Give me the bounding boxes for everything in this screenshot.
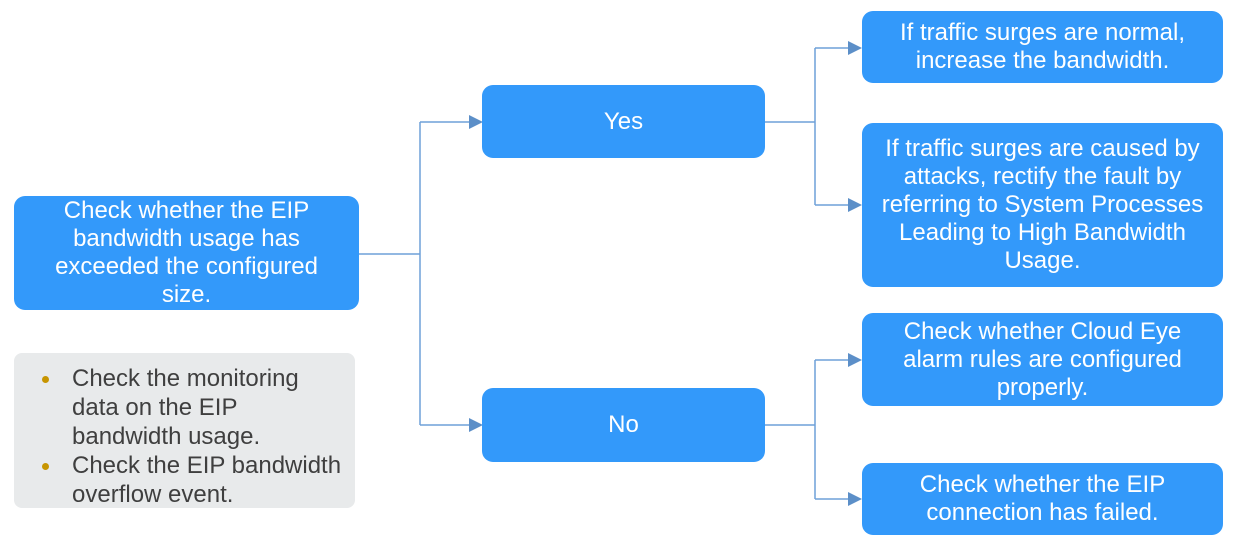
node-outcome-cloud-eye-rules: Check whether Cloud Eye alarm rules are …	[862, 313, 1223, 406]
node-text: No	[608, 411, 639, 438]
bullet-icon	[42, 463, 49, 470]
note-item: Check the EIP bandwidth overflow event.	[34, 451, 345, 509]
branch-no	[765, 359, 849, 500]
arrowhead-icon	[469, 418, 483, 432]
arrowhead-icon	[848, 353, 862, 367]
arrowhead-icon	[848, 41, 862, 55]
note-item-text: Check the EIP bandwidth overflow event.	[72, 452, 342, 508]
note-item-text: Check the monitoring data on the EIP ban…	[72, 365, 299, 450]
node-text: Check whether the EIP connection has fai…	[919, 471, 1166, 526]
arrowhead-icon	[848, 198, 862, 212]
node-text: If traffic surges are caused by attacks,…	[881, 135, 1204, 274]
note-box: Check the monitoring data on the EIP ban…	[14, 353, 355, 508]
node-check-bandwidth-usage: Check whether the EIP bandwidth usage ha…	[14, 196, 359, 310]
node-outcome-increase-bandwidth: If traffic surges are normal, increase t…	[862, 11, 1223, 83]
node-outcome-eip-connection: Check whether the EIP connection has fai…	[862, 463, 1223, 535]
arrowhead-icon	[848, 492, 862, 506]
node-yes: Yes	[482, 85, 765, 158]
bullet-icon	[42, 376, 49, 383]
node-text: If traffic surges are normal, increase t…	[900, 19, 1185, 74]
node-outcome-attack-rectify: If traffic surges are caused by attacks,…	[862, 123, 1223, 287]
node-text: Check whether Cloud Eye alarm rules are …	[903, 317, 1182, 401]
node-text: Check whether the EIP bandwidth usage ha…	[55, 197, 318, 308]
node-text: Yes	[603, 107, 644, 135]
arrowhead-icon	[469, 115, 483, 129]
branch-root	[359, 121, 470, 426]
branch-yes	[765, 47, 849, 206]
note-item: Check the monitoring data on the EIP ban…	[34, 364, 345, 451]
node-no: No	[482, 388, 765, 462]
